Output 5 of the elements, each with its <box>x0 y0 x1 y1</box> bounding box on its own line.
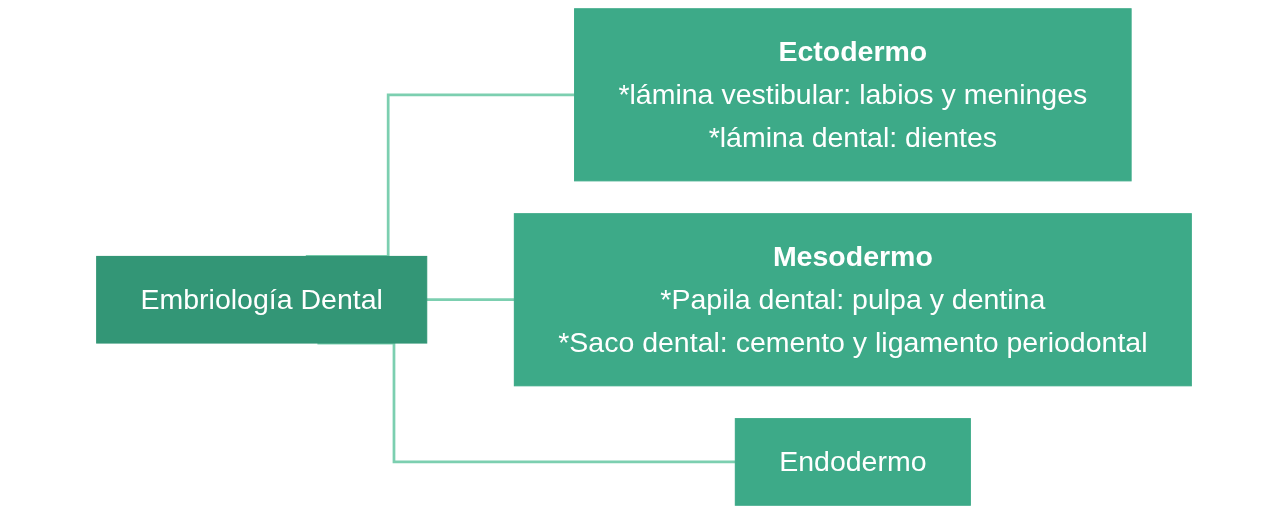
node-box: Ectodermo *lámina vestibular: labios y meninges *lámina dental: dientes <box>574 8 1132 182</box>
node-box: Endodermo <box>734 418 971 506</box>
node-box: Mesodermo *Papila dental: pulpa y dentina *Saco dental: cemento y ligamento periodontal <box>513 213 1192 387</box>
node-box: Embriología Dental <box>96 255 428 344</box>
connector <box>426 298 515 302</box>
